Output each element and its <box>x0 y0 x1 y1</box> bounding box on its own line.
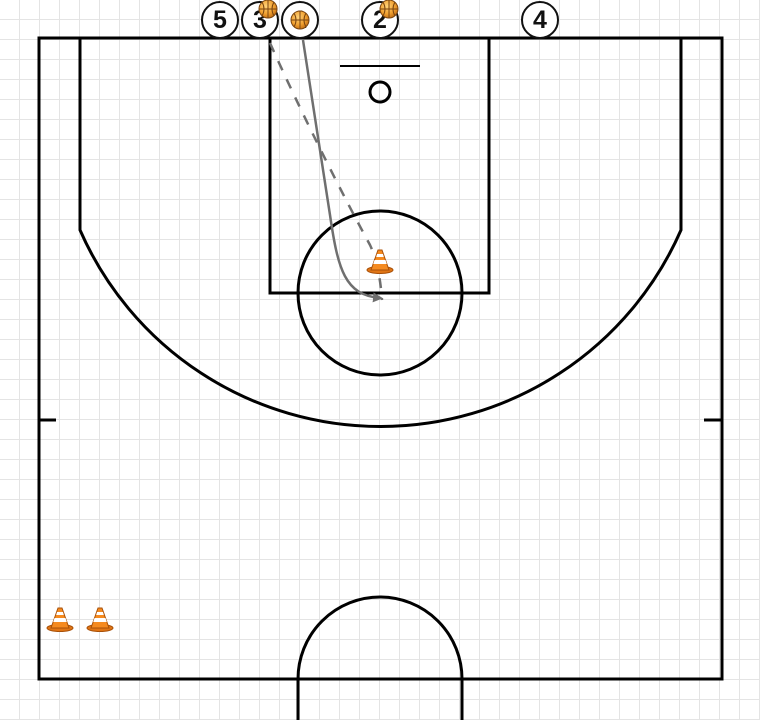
player-label: 4 <box>533 6 547 34</box>
hoop <box>368 80 392 104</box>
center-circle <box>296 595 464 720</box>
player-5[interactable]: 5 <box>201 1 239 39</box>
traffic-cone-icon <box>86 607 114 632</box>
basketball-icon <box>290 10 310 30</box>
traffic-cone-icon <box>46 607 74 632</box>
basketball-icon <box>379 0 399 19</box>
three-point-line <box>78 38 683 428</box>
court-boundary <box>37 36 724 681</box>
free-throw-circle <box>296 209 464 377</box>
dribble-path <box>301 39 383 303</box>
player-label: 5 <box>213 6 227 34</box>
basketball-icon <box>258 0 278 19</box>
court-lines <box>37 36 724 720</box>
traffic-cone-icon <box>366 249 394 274</box>
player-4[interactable]: 4 <box>521 1 559 39</box>
pass-path <box>268 42 384 301</box>
